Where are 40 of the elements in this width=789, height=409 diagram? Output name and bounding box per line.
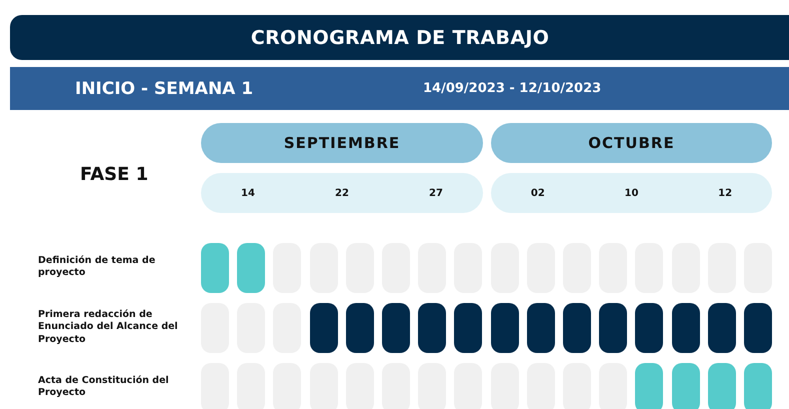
phase-heading: INICIO - SEMANA 1 xyxy=(75,78,254,98)
schedule-cell xyxy=(237,243,266,293)
schedule-cell xyxy=(526,303,555,353)
schedule-cell xyxy=(418,303,446,353)
title-text: CRONOGRAMA DE TRABAJO xyxy=(250,26,550,48)
day-number: 12 xyxy=(718,188,732,198)
schedule-cell xyxy=(708,303,736,353)
day-number: 14 xyxy=(241,188,255,198)
schedule-cell xyxy=(454,303,482,353)
header-band xyxy=(10,67,789,110)
task-label: Definición de tema de proyecto xyxy=(38,255,156,280)
schedule-cell xyxy=(744,303,772,353)
days-pill xyxy=(201,173,483,213)
month-name: OCTUBRE xyxy=(588,134,675,152)
days-pill xyxy=(491,173,772,213)
schedule-cell xyxy=(635,303,664,353)
schedule-cell xyxy=(490,303,519,353)
month-pill xyxy=(201,123,483,163)
day-number: 10 xyxy=(624,188,638,198)
task-label: Acta de Constitución del Proyecto xyxy=(38,375,170,400)
schedule-cell xyxy=(635,363,664,409)
schedule-cell xyxy=(672,363,700,409)
task-label: Primera redacción de Enunciado del Alcance del Proyecto xyxy=(38,309,179,346)
day-number: 27 xyxy=(429,188,443,198)
schedule-cell xyxy=(201,243,229,293)
day-number: 02 xyxy=(530,188,545,198)
schedule-cell xyxy=(563,303,591,353)
schedule-cell xyxy=(310,303,338,353)
phase-label: FASE 1 xyxy=(80,163,150,186)
schedule-cell xyxy=(672,303,700,353)
month-pill xyxy=(491,123,772,163)
schedule-cell xyxy=(346,303,374,353)
title-banner xyxy=(10,15,789,60)
schedule-cell xyxy=(382,303,410,353)
month-name: SEPTIEMBRE xyxy=(284,134,400,152)
schedule-cell xyxy=(599,303,628,353)
schedule-cell xyxy=(708,363,736,409)
schedule-cell xyxy=(744,363,772,409)
date-range: 14/09/2023 - 12/10/2023 xyxy=(423,81,602,96)
day-number: 22 xyxy=(335,188,349,198)
